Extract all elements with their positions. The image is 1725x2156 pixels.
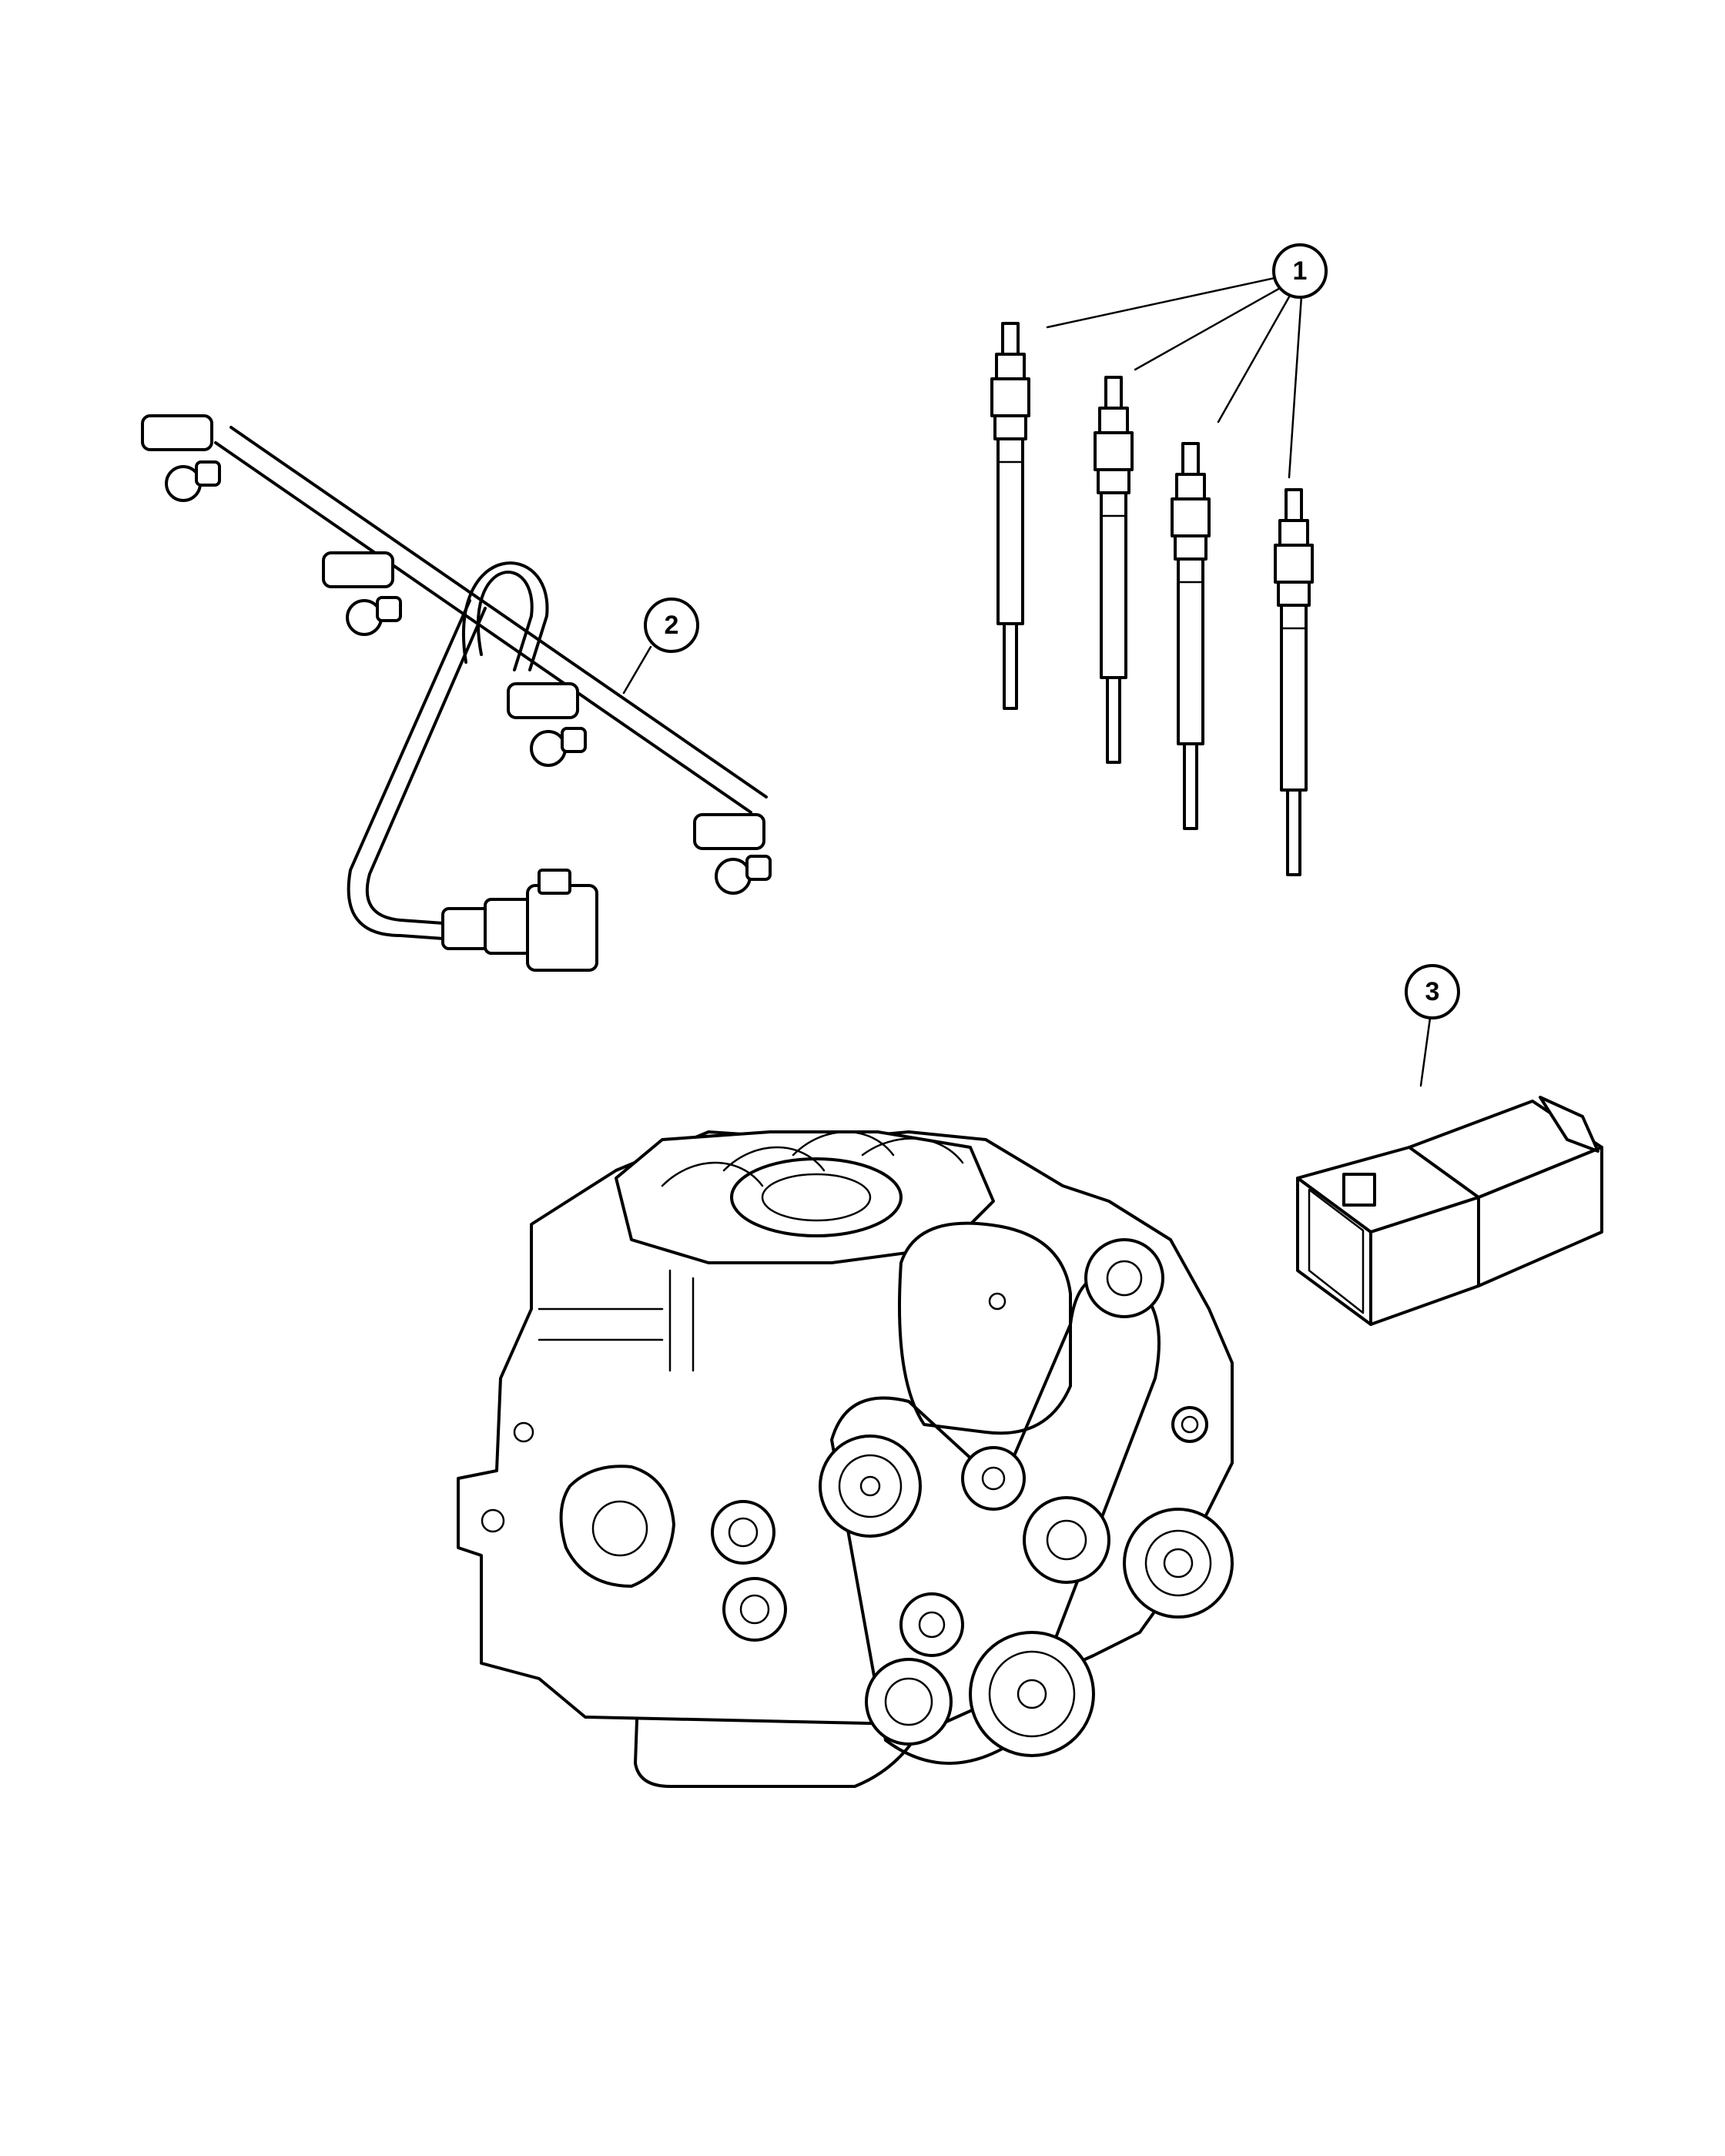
callout-2: 2 (644, 598, 699, 653)
engine-pulley (969, 1631, 1095, 1757)
harness-main-connector (441, 869, 598, 972)
glow-plug (1094, 376, 1134, 764)
engine-pulley (1171, 1406, 1208, 1443)
engine-pulley (1084, 1238, 1164, 1318)
glow-plug (1274, 488, 1314, 876)
callout-2-label: 2 (665, 611, 679, 640)
engine-pulley (899, 1592, 964, 1657)
glow-plugs (990, 322, 1314, 876)
wiring-harness (141, 414, 772, 972)
glow-plug (1171, 442, 1211, 830)
harness-connector (141, 414, 221, 502)
glow-plug (990, 322, 1030, 710)
engine-pulley (961, 1446, 1026, 1511)
callout-1-leaders (1046, 276, 1303, 479)
harness-connector (693, 813, 772, 895)
harness-connector (322, 551, 402, 636)
engine-pulley (819, 1435, 922, 1538)
engine-pulley (1023, 1496, 1110, 1584)
glow-plug-module (1296, 1096, 1603, 1326)
engine-pulley (1123, 1508, 1234, 1619)
engine-pulley (865, 1658, 953, 1746)
engine-assembly (457, 1130, 1234, 1788)
callout-2-leader (622, 645, 652, 695)
callout-3-label: 3 (1425, 977, 1440, 1006)
callout-1-label: 1 (1293, 256, 1308, 286)
callout-3-leader (1419, 1011, 1432, 1087)
callout-1: 1 (1272, 243, 1328, 299)
callout-3: 3 (1405, 964, 1460, 1019)
harness-connector (507, 682, 587, 767)
